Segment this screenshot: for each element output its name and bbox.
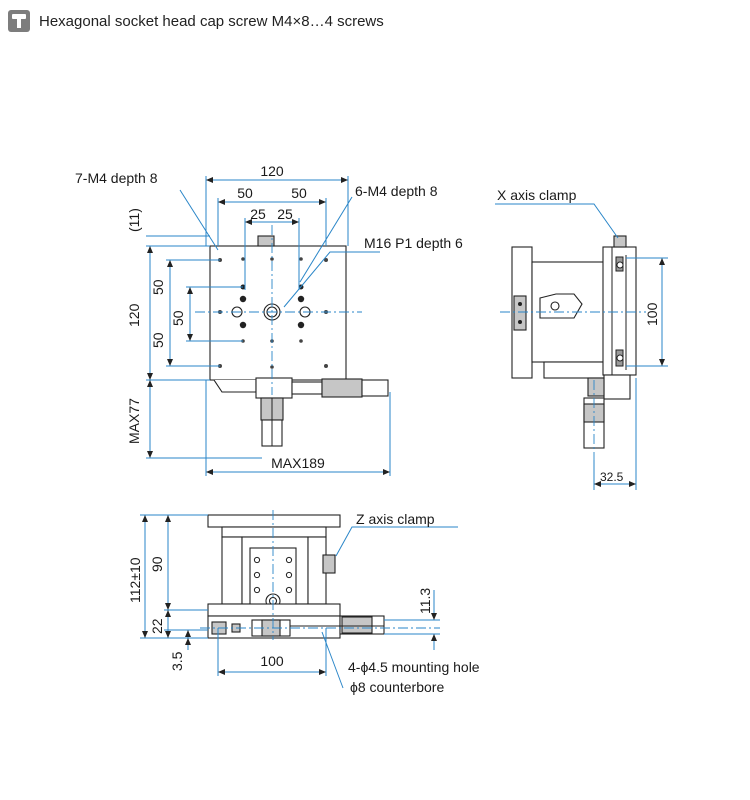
dim-max189: MAX189 [271, 455, 325, 471]
x-clamp-knob [613, 235, 627, 248]
dim-50-inner: 50 [170, 310, 186, 326]
leader-x-clamp [495, 203, 619, 239]
label-m16: M16 P1 depth 6 [364, 235, 463, 251]
dim-25-right: 25 [277, 206, 293, 222]
dim-11: (11) [126, 208, 142, 232]
dim-90: 90 [149, 556, 165, 572]
leader-mounting-hole [321, 631, 344, 689]
dim-max77: MAX77 [126, 398, 142, 444]
header: Hexagonal socket head cap screw M4×8…4 s… [8, 9, 384, 33]
top-view: 7-M4 depth 8 6-M4 depth 8 M16 P1 depth 6… [75, 163, 463, 476]
dim-side-100: 100 [644, 302, 660, 326]
top-micrometer [213, 377, 389, 447]
dim-120-width: 120 [260, 163, 284, 179]
dim-25-left: 25 [250, 206, 266, 222]
dim-32-5: 32.5 [600, 470, 624, 484]
hex-socket-screw-icon [8, 10, 30, 32]
dim-3-5: 3.5 [169, 651, 185, 671]
label-z-clamp: Z axis clamp [356, 511, 435, 527]
dim-50-upper: 50 [150, 279, 166, 295]
side-view: X axis clamp 100 32.5 [495, 187, 668, 490]
label-x-clamp: X axis clamp [497, 187, 577, 203]
front-top-plate [207, 514, 341, 528]
dim-120-height: 120 [126, 303, 142, 327]
dim-11-3: 11.3 [417, 588, 433, 614]
z-clamp-knob [322, 554, 336, 574]
dim-50-left: 50 [237, 185, 253, 201]
leader-6m4 [299, 196, 353, 283]
dim-112: 112±10 [127, 557, 143, 603]
dim-22: 22 [149, 618, 165, 634]
front-view: Z axis clamp 4-ϕ4.5 mounting hole ϕ8 cou… [127, 510, 480, 695]
side-bracket [539, 293, 583, 319]
header-text: Hexagonal socket head cap screw M4×8…4 s… [39, 12, 384, 30]
label-7m4: 7-M4 depth 8 [75, 170, 158, 186]
label-mounting-hole: 4-ϕ4.5 mounting hole [348, 659, 480, 675]
label-6m4: 6-M4 depth 8 [355, 183, 438, 199]
top-clamp-screw [257, 235, 275, 247]
dim-front-100: 100 [260, 653, 284, 669]
dim-50-lower: 50 [150, 332, 166, 348]
label-counterbore: ϕ8 counterbore [350, 679, 444, 695]
leader-m16 [283, 251, 380, 308]
top-dimensions [146, 176, 391, 476]
leader-z-clamp [335, 526, 458, 557]
dim-50-right: 50 [291, 185, 307, 201]
leader-7m4 [179, 189, 219, 251]
